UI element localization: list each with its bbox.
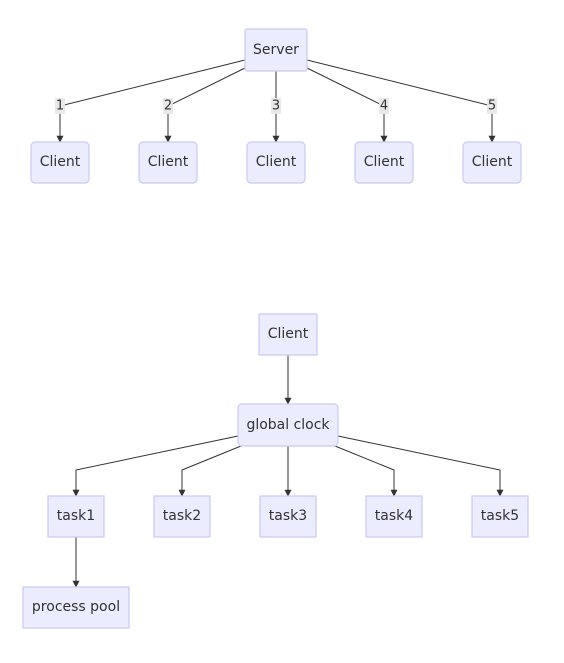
node-label: task1	[57, 508, 95, 524]
edge-label-text: 1	[56, 99, 64, 114]
edge-label-3: 3	[271, 98, 281, 114]
edge-server-client-4	[306, 67, 388, 143]
node-process-pool[interactable]: process pool	[22, 586, 130, 629]
node-label: Client	[148, 154, 189, 170]
node-task4[interactable]: task4	[365, 495, 423, 538]
node-label: task4	[375, 508, 413, 524]
node-server[interactable]: Server	[244, 28, 308, 72]
node-label: process pool	[32, 599, 120, 615]
edge-server-client-5	[306, 59, 496, 143]
node-client[interactable]: Client	[258, 313, 318, 356]
node-label: Client	[268, 326, 309, 342]
edge-label-4: 4	[379, 98, 389, 114]
node-label: Client	[256, 154, 297, 170]
edge-clock-task2	[178, 445, 242, 497]
node-client-3[interactable]: Client	[246, 141, 306, 184]
node-label: Server	[253, 42, 299, 58]
node-task2[interactable]: task2	[153, 495, 211, 538]
node-label: Client	[40, 154, 81, 170]
node-label: global clock	[246, 417, 330, 433]
node-client-1[interactable]: Client	[30, 141, 90, 184]
edge-clock-task4	[334, 445, 398, 497]
node-task5[interactable]: task5	[471, 495, 529, 538]
edge-label-text: 5	[488, 99, 496, 114]
node-task3[interactable]: task3	[259, 495, 317, 538]
edge-label-text: 2	[164, 99, 172, 114]
node-label: Client	[364, 154, 405, 170]
node-label: task3	[269, 508, 307, 524]
node-task1[interactable]: task1	[47, 495, 105, 538]
node-label: Client	[472, 154, 513, 170]
node-label: task5	[481, 508, 519, 524]
top-diagram: 1 2 3 4 5 Server Client Client	[30, 28, 522, 184]
node-global-clock[interactable]: global clock	[237, 403, 339, 447]
node-client-4[interactable]: Client	[354, 141, 414, 184]
edge-label-5: 5	[487, 98, 497, 114]
node-label: task2	[163, 508, 201, 524]
bottom-diagram: Client global clock task1 task2 task3 ta…	[22, 313, 529, 629]
edge-server-client-1	[56, 59, 246, 143]
edge-label-2: 2	[163, 98, 173, 114]
edge-server-client-2	[164, 67, 246, 143]
edge-label-text: 3	[272, 99, 280, 114]
node-client-5[interactable]: Client	[462, 141, 522, 184]
edge-label-1: 1	[55, 98, 65, 114]
edge-label-text: 4	[380, 99, 388, 114]
edge-clock-task5	[337, 435, 504, 497]
edge-clock-task1	[72, 435, 239, 497]
node-client-2[interactable]: Client	[138, 141, 198, 184]
